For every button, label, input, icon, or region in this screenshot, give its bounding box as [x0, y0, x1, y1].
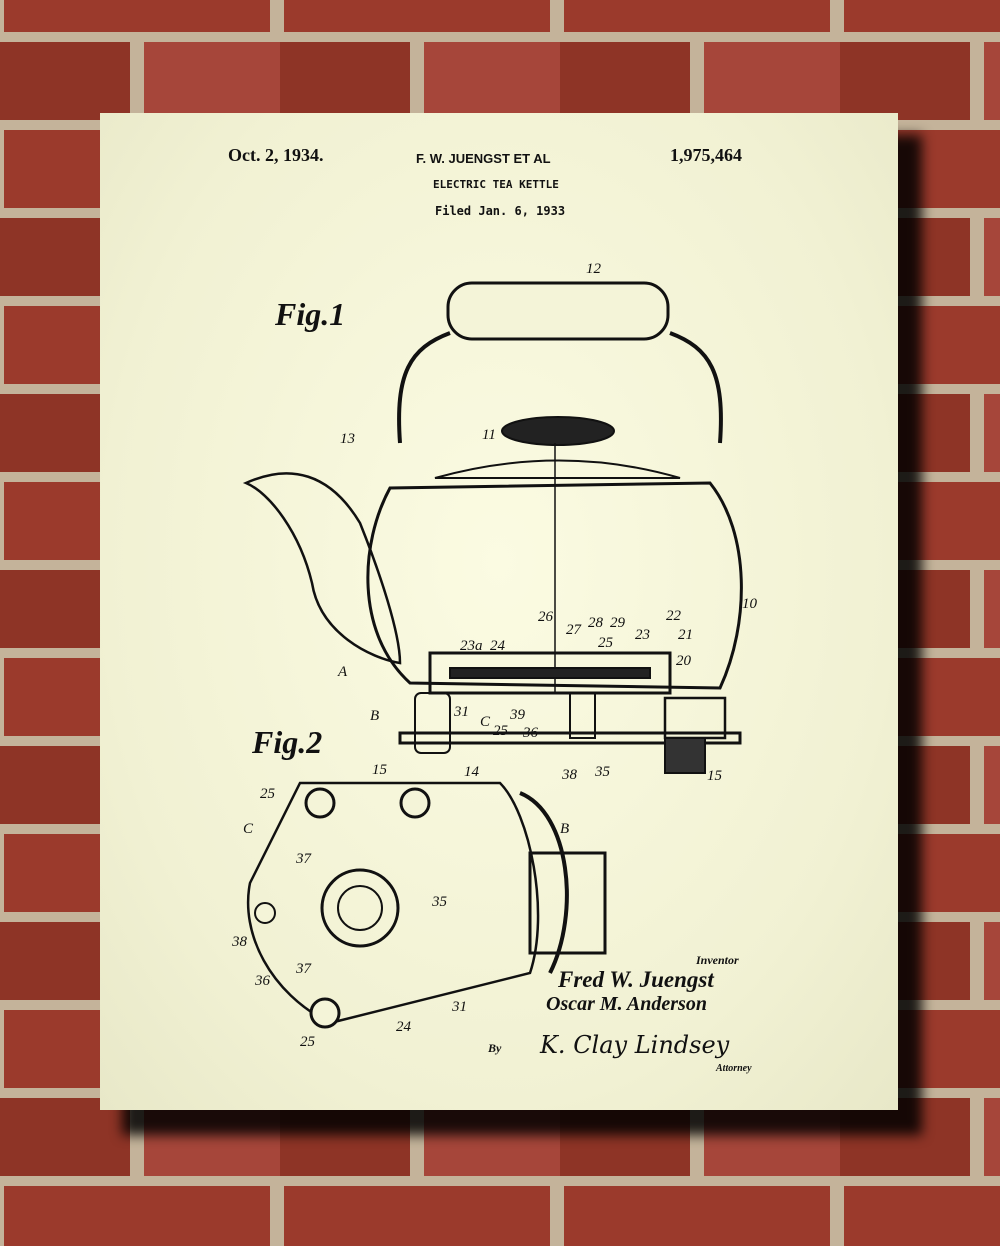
reference-numeral: 25 [260, 786, 276, 802]
reference-numeral: 28 [588, 615, 604, 631]
reference-numeral: C [480, 714, 491, 730]
reference-numeral: 22 [666, 608, 682, 624]
by-label: By [488, 1041, 502, 1055]
reference-numeral: B [560, 821, 569, 837]
inventor-name-2: Oscar M. Anderson [546, 993, 707, 1015]
patent-date: Oct. 2, 1934. [228, 145, 324, 165]
reference-numeral: 37 [295, 961, 313, 977]
reference-numeral: 25 [300, 1034, 316, 1050]
reference-numeral: 39 [509, 707, 526, 723]
inventor-name-1: Fred W. Juengst [558, 967, 714, 992]
reference-numeral: 11 [482, 427, 496, 443]
reference-numeral: 21 [678, 627, 693, 643]
reference-numeral: 27 [566, 622, 583, 638]
fig2-reference-numerals: 25 C 37 38 36 37 35 B 31 24 25 [231, 786, 569, 1050]
base-bottom-view-drawing [246, 781, 607, 1029]
reference-numeral: 38 [231, 934, 248, 950]
attorney-label: Attorney [716, 1063, 752, 1074]
reference-numeral: 20 [676, 653, 692, 669]
reference-numeral: 15 [707, 768, 723, 784]
patent-inventor-header: F. W. JUENGST ET AL [416, 151, 551, 166]
reference-numeral: 35 [431, 894, 448, 910]
fig1-label: Fig.1 [274, 296, 345, 332]
attorney-signature: K. Clay Lindsey [540, 1031, 730, 1059]
reference-numeral: 25 [493, 723, 509, 739]
fig1-reference-numerals: 12 13 11 10 A B 15 14 38 35 15 31 C 25 3… [337, 261, 758, 784]
reference-numeral: C [243, 821, 254, 837]
reference-numeral: 26 [538, 609, 554, 625]
patent-filed-date: Filed Jan. 6, 1933 [435, 204, 566, 218]
reference-numeral: 36 [522, 725, 539, 741]
reference-numeral: 10 [742, 596, 758, 612]
reference-numeral: 24 [396, 1019, 412, 1035]
patent-number: 1,975,464 [670, 145, 742, 165]
reference-numeral: 24 [490, 638, 506, 654]
kettle-drawing [242, 281, 743, 774]
reference-numeral: 23a [460, 638, 483, 654]
patent-drawing: Fig.1 Fig.2 [231, 261, 758, 1050]
reference-numeral: B [370, 708, 379, 724]
reference-numeral: 14 [464, 764, 480, 780]
reference-numeral: A [337, 664, 348, 680]
reference-numeral: 37 [295, 851, 313, 867]
reference-numeral: 29 [610, 615, 626, 631]
reference-numeral: 31 [453, 704, 469, 720]
patent-title: ELECTRIC TEA KETTLE [433, 178, 559, 191]
inventor-label: Inventor [696, 953, 739, 967]
reference-numeral: 38 [561, 767, 578, 783]
reference-numeral: 36 [254, 973, 271, 989]
reference-numeral: 31 [451, 999, 467, 1015]
fig2-label: Fig.2 [251, 724, 322, 760]
reference-numeral: 25 [598, 635, 614, 651]
reference-numeral: 23 [635, 627, 650, 643]
reference-numeral: 35 [594, 764, 611, 780]
reference-numeral: 15 [372, 762, 388, 778]
patent-poster: Oct. 2, 1934. F. W. JUENGST ET AL 1,975,… [100, 113, 898, 1110]
reference-numeral: 12 [586, 261, 602, 277]
reference-numeral: 13 [340, 431, 355, 447]
